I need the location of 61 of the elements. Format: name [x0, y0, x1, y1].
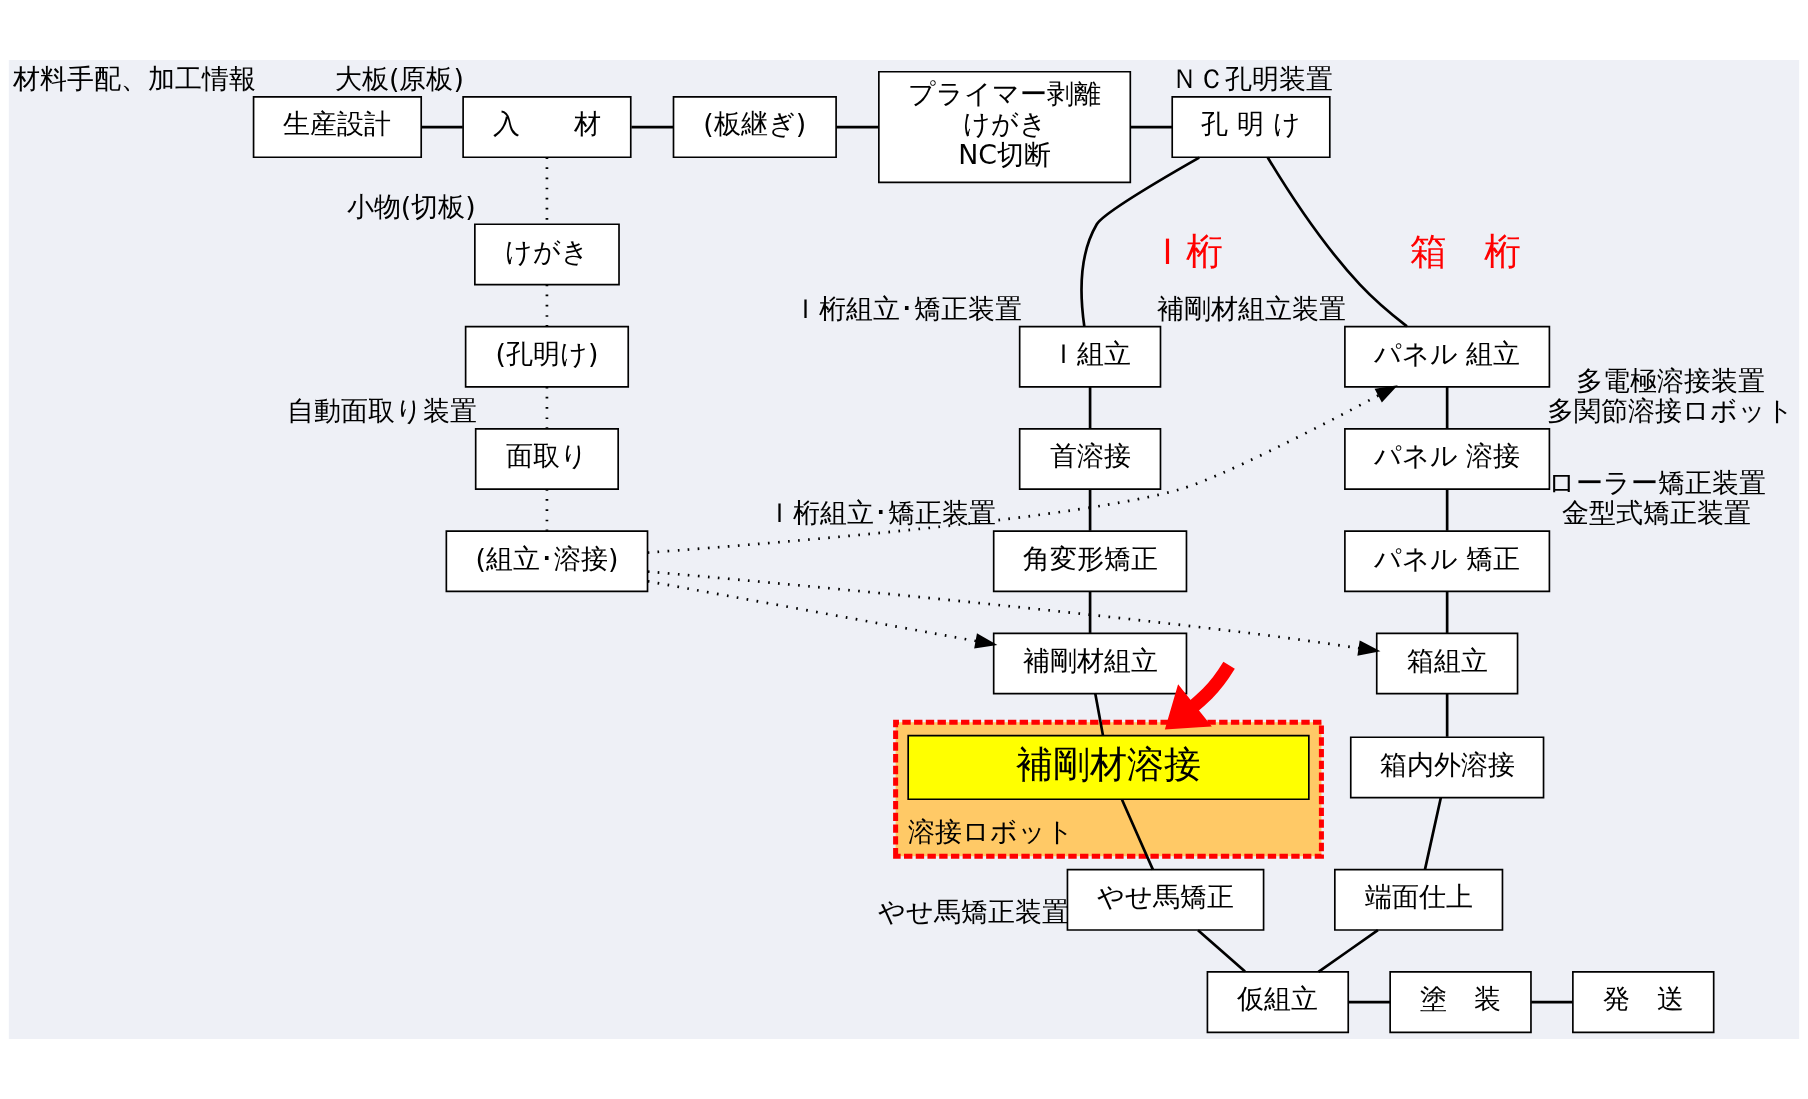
arrow	[647, 385, 1398, 554]
node-box: プライマー剥離 けがき NC切断	[878, 70, 1132, 184]
node-box: (孔明け)	[464, 325, 630, 388]
connector	[1423, 797, 1443, 870]
node-label: ＮＣ孔明装置	[1170, 63, 1333, 95]
connector	[1088, 387, 1092, 429]
connector	[1197, 929, 1246, 973]
connector	[1266, 156, 1408, 328]
node-box: パネル 矯正	[1344, 530, 1551, 593]
connector	[1445, 489, 1449, 531]
node-label: Ｉ桁組立･矯正装置	[791, 292, 1022, 324]
node-box: (組立･溶接)	[445, 530, 649, 593]
node-box: 箱内外溶接	[1349, 736, 1545, 799]
connector	[1317, 929, 1379, 973]
node-box: 発 送	[1572, 971, 1715, 1034]
connector	[1088, 489, 1092, 531]
node-box: 仮組立	[1206, 971, 1350, 1034]
arrow	[647, 579, 998, 649]
node-box: 補剛材溶接	[907, 734, 1310, 801]
node-box: 首溶接	[1018, 427, 1162, 490]
connector	[631, 125, 674, 129]
connector	[1088, 591, 1092, 633]
node-label: 多関節溶接ロボット	[1547, 395, 1795, 427]
connector	[421, 125, 463, 129]
arrow	[1164, 661, 1235, 730]
label: 箱 桁	[1410, 229, 1522, 273]
connector	[1130, 125, 1173, 129]
node-box: 生産設計	[252, 96, 423, 159]
label: Ｉ桁	[1148, 229, 1223, 273]
node-label: 大板(原板)	[334, 63, 464, 95]
connector	[1080, 156, 1200, 327]
node-box: 入 材	[462, 96, 632, 159]
connector	[1445, 693, 1449, 737]
node-box: 孔 明 け	[1171, 96, 1331, 159]
node-label: 補剛材組立装置	[1157, 292, 1347, 324]
node-box: 面取り	[474, 427, 619, 490]
node-box: パネル 溶接	[1344, 427, 1551, 490]
connector	[1120, 799, 1155, 871]
node-label: 材料手配、加工情報	[13, 63, 257, 95]
connector	[1445, 387, 1449, 429]
node-box: 端面仕上	[1334, 868, 1504, 931]
node-box: けがき	[474, 223, 620, 286]
node-label: 自動面取り装置	[286, 395, 477, 427]
node-label: Ｉ桁組立･矯正装置	[765, 497, 996, 529]
node-label: 多電極溶接装置	[1576, 364, 1766, 396]
node-box: Ｉ組立	[1018, 325, 1162, 388]
node-box: パネル 組立	[1344, 325, 1551, 388]
connector	[1094, 693, 1105, 736]
node-label: 金型式矯正装置	[1562, 497, 1752, 529]
connector	[1445, 591, 1449, 633]
connector	[1531, 1000, 1573, 1004]
node-box: 箱組立	[1375, 632, 1519, 695]
node-box: 塗 装	[1389, 971, 1532, 1034]
node-box: 角変形矯正	[992, 530, 1188, 593]
connector	[836, 125, 879, 129]
node-box: やせ馬矯正	[1066, 868, 1265, 931]
connector	[1348, 1000, 1391, 1004]
arrow	[647, 570, 1381, 656]
node-box: (板継ぎ)	[672, 96, 837, 159]
node-box: 補剛材組立	[992, 632, 1188, 695]
node-label: 小物(切板)	[346, 190, 476, 222]
